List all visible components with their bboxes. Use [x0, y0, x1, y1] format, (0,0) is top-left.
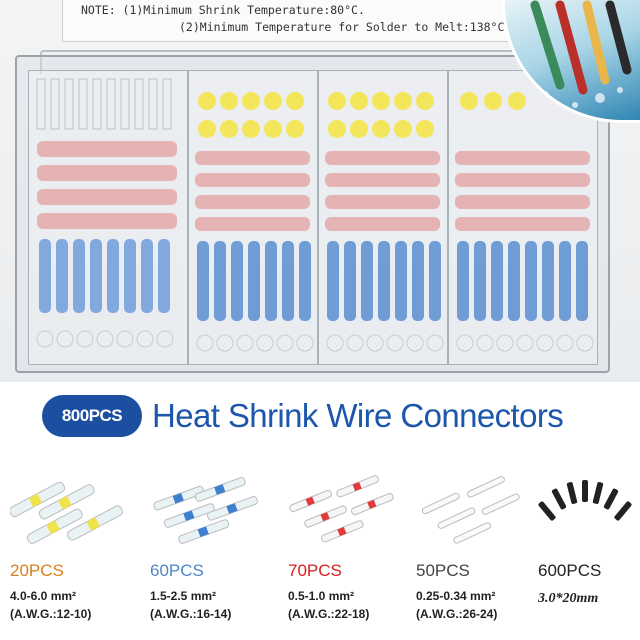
temperature-note: NOTE: (1)Minimum Shrink Temperature:80°C… — [62, 0, 562, 42]
spec-size: 0.5-1.0 mm² — [288, 589, 355, 603]
variant-count: 50PCS — [416, 561, 470, 580]
variant-spec: 0.5-1.0 mm² (A.W.G.:22-18) — [288, 587, 369, 623]
compartment-mixed — [448, 70, 598, 365]
quantity-badge: 800PCS — [42, 395, 142, 437]
compartment-yellow-2 — [318, 70, 448, 365]
variant-count: 20PCS — [10, 561, 64, 580]
yellow-connectors-thumbnail — [10, 481, 123, 544]
variant-spec: 0.25-0.34 mm² (A.W.G.:26-24) — [416, 587, 497, 623]
variant-spec: 4.0-6.0 mm² (A.W.G.:12-10) — [10, 587, 91, 623]
red-connectors-thumbnail — [289, 475, 394, 543]
compartment-clear — [28, 70, 188, 365]
variant-count: 70PCS — [288, 561, 342, 580]
yellow-blue-connectors-image-2 — [325, 92, 444, 352]
variant-red: 70PCS 0.5-1.0 mm² (A.W.G.:22-18) — [288, 460, 408, 640]
mixed-connectors-image — [455, 92, 594, 352]
variant-black-tubing: 600PCS 3.0*20mm — [538, 460, 638, 640]
product-photo: NOTE: (1)Minimum Shrink Temperature:80°C… — [0, 0, 640, 382]
variant-count: 600PCS — [538, 561, 602, 580]
product-title: Heat Shrink Wire Connectors — [152, 397, 564, 434]
black-tubing-thumbnail — [538, 480, 632, 521]
compartment-yellow — [188, 70, 318, 365]
variant-count: 60PCS — [150, 561, 204, 580]
variant-white: 50PCS 0.25-0.34 mm² (A.W.G.:26-24) — [416, 460, 536, 640]
tubing-size: 3.0*20mm — [538, 591, 599, 606]
variant-spec: 1.5-2.5 mm² (A.W.G.:16-14) — [150, 587, 231, 623]
spec-awg: (A.W.G.:12-10) — [10, 607, 92, 621]
clear-connectors-image — [36, 78, 177, 348]
spec-size: 1.5-2.5 mm² — [150, 589, 217, 603]
white-connectors-thumbnail — [421, 476, 520, 544]
yellow-blue-connectors-image — [195, 92, 314, 352]
spec-size: 4.0-6.0 mm² — [10, 589, 77, 603]
variant-yellow: 20PCS 4.0-6.0 mm² (A.W.G.:12-10) — [10, 460, 130, 640]
variant-blue: 60PCS 1.5-2.5 mm² (A.W.G.:16-14) — [150, 460, 270, 640]
water-splash-inset — [502, 0, 640, 123]
connectors-in-water-image — [530, 0, 632, 108]
spec-awg: (A.W.G.:26-24) — [416, 607, 498, 621]
spec-awg: (A.W.G.:16-14) — [150, 607, 232, 621]
note-line-2: (2)Minimum Temperature for Solder to Mel… — [179, 20, 505, 34]
blue-connectors-thumbnail — [153, 477, 258, 544]
spec-size: 0.25-0.34 mm² — [416, 589, 496, 603]
spec-awg: (A.W.G.:22-18) — [288, 607, 370, 621]
note-line-1: NOTE: (1)Minimum Shrink Temperature:80°C… — [81, 3, 365, 17]
